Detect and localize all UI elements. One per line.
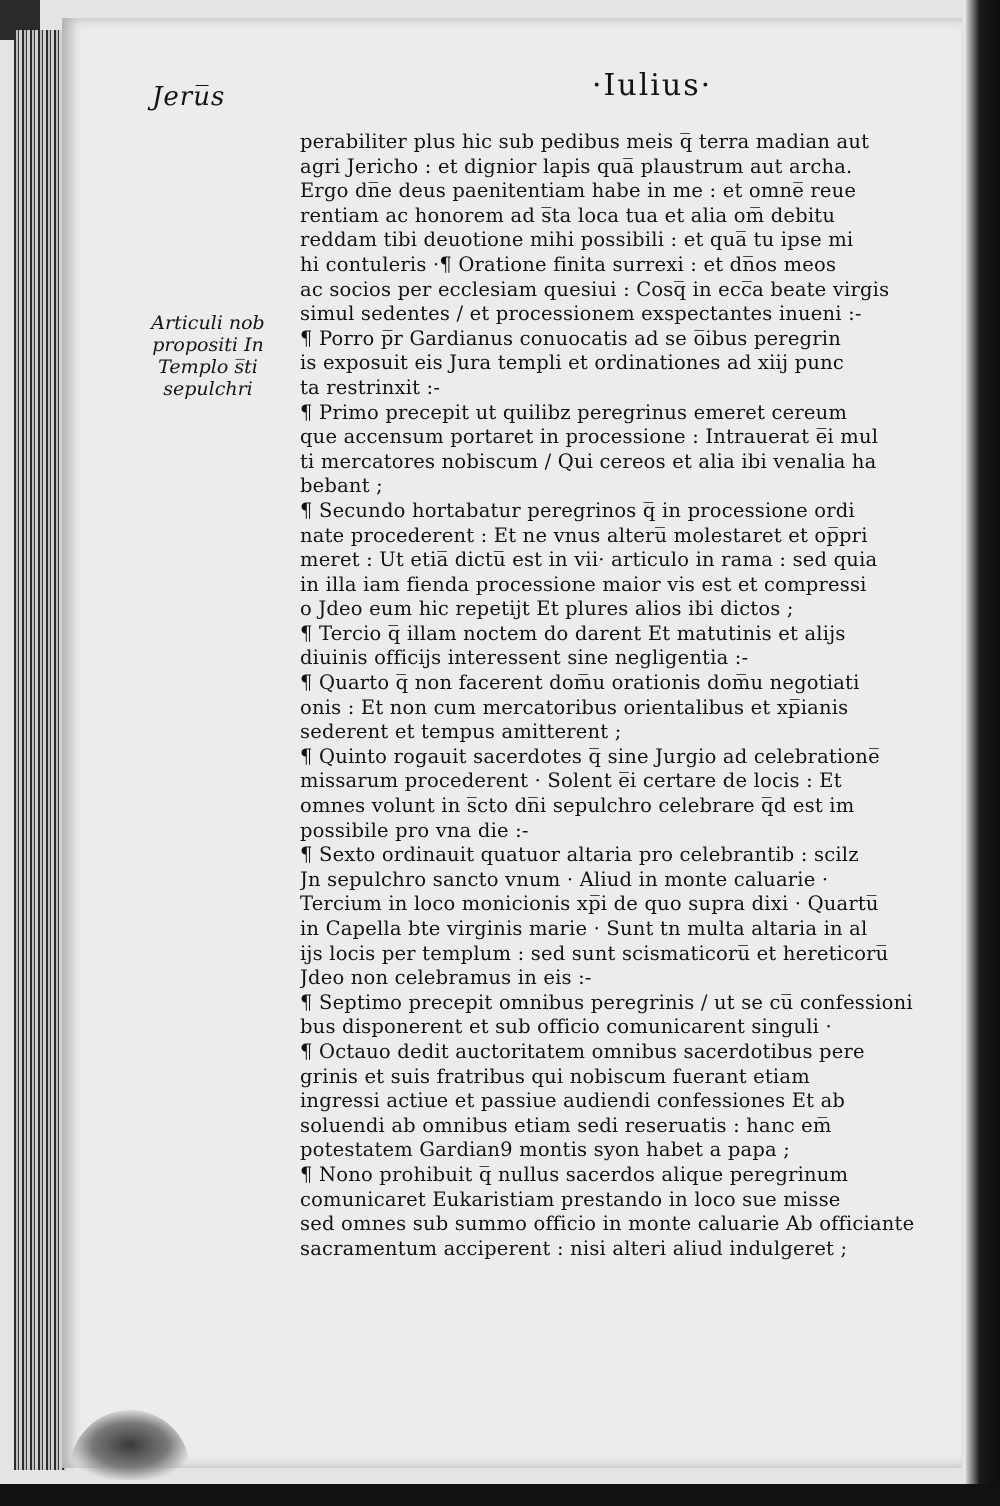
text-line: reddam tibi deuotione mihi possibili : e… bbox=[300, 228, 854, 252]
running-head-center: ·Iulius· bbox=[592, 68, 713, 103]
text-line: comunicaret Eukaristiam prestando in loc… bbox=[300, 1187, 841, 1211]
text-line: nate procederent : Et ne vnus alteru̅ mo… bbox=[300, 523, 868, 547]
text-line: diuinis officijs interessent sine neglig… bbox=[300, 646, 749, 670]
text-line: in Capella b̅te virginis marie · Sunt t̅… bbox=[300, 917, 868, 940]
text-line: onis : Et non cum mercatoribus orientali… bbox=[300, 695, 849, 719]
text-line: sacramentum acciperent : nisi alteri ali… bbox=[300, 1236, 848, 1260]
text-line: ¶ Nono prohibuit q̅ nullus sacerdos aliq… bbox=[300, 1162, 849, 1186]
scan-bottom-edge bbox=[0, 1484, 1000, 1506]
running-head-left: Jeru̅s bbox=[152, 82, 226, 112]
text-line: ijs locis per templum : sed sunt scismat… bbox=[300, 941, 889, 965]
text-line: simul sedentes / et processionem exspect… bbox=[300, 302, 862, 326]
text-line: ta restrinxit :- bbox=[300, 375, 441, 399]
text-line: meret : Ut etia̅ dictu̅ est in vii· arti… bbox=[300, 548, 878, 572]
text-line: soluendi ab omnibus etiam sedi reseruati… bbox=[300, 1113, 832, 1137]
text-line: missarum procederent · Solent e̅i certar… bbox=[300, 769, 842, 793]
main-text-block: perabiliter plus hic sub pedibus meis q̅… bbox=[300, 130, 965, 1261]
text-line: ¶ Porro p̅r Gardianus conuocatis ad se o… bbox=[300, 326, 841, 350]
text-line: Tercium in loco monicionis xp̅i de quo s… bbox=[300, 892, 879, 916]
text-line: sederent et tempus amitterent ; bbox=[300, 720, 622, 744]
text-line: o Jdeo eum hic repetijt Et plures alios … bbox=[300, 597, 794, 621]
text-line: grinis et suis fratribus qui nobiscum fu… bbox=[300, 1064, 810, 1088]
text-line: que accensum portaret in processione : I… bbox=[300, 425, 879, 449]
text-line: agri Jericho : et dignior lapis qua̅ pla… bbox=[300, 154, 853, 178]
text-line: possibile pro vna die :- bbox=[300, 818, 529, 842]
text-line: omnes volunt in s̅cto dn̅i sepulchro cel… bbox=[300, 794, 855, 818]
text-line: ¶ Quarto q̅ non facerent dom̅u orationis… bbox=[300, 671, 860, 695]
text-line: ingressi actiue et passiue audiendi conf… bbox=[300, 1089, 846, 1113]
text-line: potestatem Gardian9 montis syon habet a … bbox=[300, 1138, 791, 1162]
text-line: ¶ Tercio q̅ illam noctem d̅o darent Et m… bbox=[300, 621, 846, 645]
text-line: Jn sepulchro sancto vnum · Aliud in mont… bbox=[300, 867, 829, 891]
text-line: perabiliter plus hic sub pedibus meis q̅… bbox=[300, 130, 870, 153]
book-page-edges bbox=[14, 30, 66, 1470]
scan-right-edge bbox=[966, 0, 1000, 1506]
text-line: ¶ Septimo precepit omnibus peregrinis / … bbox=[300, 990, 913, 1014]
text-line: Ergo dn̅e deus paenitentiam habe in me :… bbox=[300, 179, 857, 203]
text-line: is exposuit eis Jura templi et ordinatio… bbox=[300, 351, 844, 375]
text-line: rentiam ac honorem ad s̅ta loca tua et a… bbox=[300, 203, 836, 227]
text-line: bebant ; bbox=[300, 474, 383, 498]
text-line: ¶ Primo precepit ut quilibz peregrinus e… bbox=[300, 400, 848, 424]
text-line: ¶ Sexto ordinauit quatuor altaria pro ce… bbox=[300, 843, 859, 867]
text-line: in illa iam fienda processione maior vis… bbox=[300, 572, 867, 596]
text-line: bus disponerent et sub officio comunicar… bbox=[300, 1015, 832, 1039]
margin-note-line: propositi In bbox=[152, 334, 264, 356]
margin-note-line: Templo s̅ti bbox=[158, 356, 258, 378]
margin-note-line: Articuli nob bbox=[151, 312, 265, 334]
text-line: hi contuleris ·¶ Oratione finita surrexi… bbox=[300, 252, 837, 276]
text-line: Jdeo non celebramus in eis :- bbox=[300, 966, 592, 990]
text-line: ac socios per ecclesiam quesiui : Cosq̅ … bbox=[300, 277, 890, 301]
text-line: ¶ Octauo dedit auctoritatem omnibus sace… bbox=[300, 1039, 865, 1063]
text-line: ti mercatores nobiscum / Qui cereos et a… bbox=[300, 449, 877, 473]
text-line: ¶ Quinto rogauit sacerdotes q̅ sine Jurg… bbox=[300, 744, 880, 768]
margin-note-line: sepulchri bbox=[163, 378, 253, 400]
margin-note: Articuli nob propositi In Templo s̅ti se… bbox=[128, 312, 288, 400]
manuscript-folio bbox=[62, 18, 962, 1468]
text-line: sed omnes sub summo officio in monte cal… bbox=[300, 1212, 915, 1236]
text-line: ¶ Secundo hortabatur peregrinos q̅ in pr… bbox=[300, 498, 855, 522]
